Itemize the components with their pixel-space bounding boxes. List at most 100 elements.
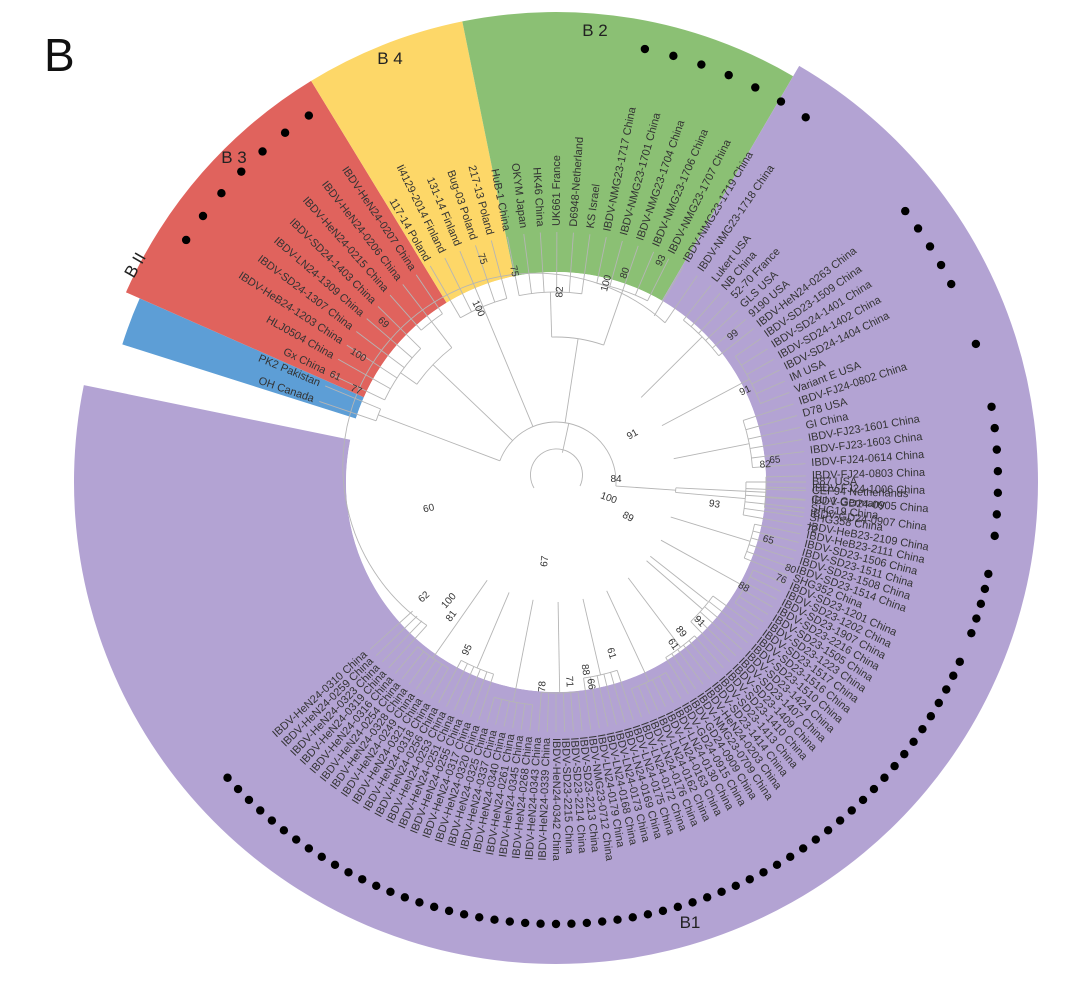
sample-marker-dot xyxy=(281,129,289,137)
sample-marker-dot xyxy=(918,725,926,733)
sample-marker-dot xyxy=(786,853,794,861)
sample-marker-dot xyxy=(445,907,453,915)
sample-marker-dot xyxy=(956,658,964,666)
sample-marker-dot xyxy=(372,882,380,890)
clade-label-b3: B 3 xyxy=(221,148,247,167)
sample-marker-dot xyxy=(926,242,934,250)
sample-marker-dot xyxy=(732,882,740,890)
sample-marker-dot xyxy=(613,915,621,923)
bootstrap-value: 82 xyxy=(554,286,565,298)
sample-marker-dot xyxy=(460,910,468,918)
taxon-label: UK661 France xyxy=(551,155,563,226)
sample-marker-dot xyxy=(237,167,245,175)
sample-marker-dot xyxy=(994,467,1002,475)
bootstrap-value: 88 xyxy=(579,664,592,677)
sample-marker-dot xyxy=(245,796,253,804)
sample-marker-dot xyxy=(552,920,560,928)
sample-marker-dot xyxy=(256,806,264,814)
sample-marker-dot xyxy=(937,261,945,269)
sample-marker-dot xyxy=(991,424,999,432)
sample-marker-dot xyxy=(949,672,957,680)
sample-marker-dot xyxy=(217,189,225,197)
sample-marker-dot xyxy=(223,774,231,782)
sample-marker-dot xyxy=(777,97,785,105)
sample-marker-dot xyxy=(848,806,856,814)
sample-marker-dot xyxy=(987,403,995,411)
sample-marker-dot xyxy=(401,893,409,901)
sample-marker-dot xyxy=(746,875,754,883)
sample-marker-dot xyxy=(994,489,1002,497)
sample-marker-dot xyxy=(900,750,908,758)
sample-marker-dot xyxy=(725,71,733,79)
sample-marker-dot xyxy=(358,875,366,883)
sample-marker-dot xyxy=(824,826,832,834)
sample-marker-dot xyxy=(947,280,955,288)
clade-label-b2: B 2 xyxy=(582,21,608,40)
sample-marker-dot xyxy=(280,826,288,834)
sample-marker-dot xyxy=(475,913,483,921)
sample-marker-dot xyxy=(836,816,844,824)
bootstrap-value: 65 xyxy=(769,454,781,466)
sample-marker-dot xyxy=(901,207,909,215)
sample-marker-dot xyxy=(305,844,313,852)
sample-marker-dot xyxy=(415,898,423,906)
sample-marker-dot xyxy=(234,785,242,793)
sample-marker-dot xyxy=(598,917,606,925)
sample-marker-dot xyxy=(567,920,575,928)
sample-marker-dot xyxy=(688,898,696,906)
sample-marker-dot xyxy=(717,888,725,896)
sample-marker-dot xyxy=(536,920,544,928)
sample-marker-dot xyxy=(641,45,649,53)
tree-center-area xyxy=(346,272,766,692)
sample-marker-dot xyxy=(880,774,888,782)
sample-marker-dot xyxy=(972,340,980,348)
sample-marker-dot xyxy=(802,113,810,121)
sample-marker-dot xyxy=(759,868,767,876)
sample-marker-dot xyxy=(583,919,591,927)
panel-label: B xyxy=(44,28,75,82)
sample-marker-dot xyxy=(659,907,667,915)
sample-marker-dot xyxy=(703,893,711,901)
bootstrap-value: 67 xyxy=(539,555,551,568)
sample-marker-dot xyxy=(914,224,922,232)
sample-marker-dot xyxy=(909,738,917,746)
sample-marker-dot xyxy=(942,685,950,693)
sample-marker-dot xyxy=(812,835,820,843)
sample-marker-dot xyxy=(993,445,1001,453)
sample-marker-dot xyxy=(799,844,807,852)
bootstrap-value: 93 xyxy=(708,498,721,511)
sample-marker-dot xyxy=(870,785,878,793)
sample-marker-dot xyxy=(318,853,326,861)
sample-marker-dot xyxy=(972,614,980,622)
sample-marker-dot xyxy=(993,510,1001,518)
sample-marker-dot xyxy=(751,83,759,91)
clade-label-b1: B1 xyxy=(680,913,701,932)
bootstrap-value: 71 xyxy=(563,676,575,688)
sample-marker-dot xyxy=(674,903,682,911)
sample-marker-dot xyxy=(697,60,705,68)
sample-marker-dot xyxy=(199,212,207,220)
sample-marker-dot xyxy=(430,903,438,911)
sample-marker-dot xyxy=(182,236,190,244)
sample-marker-dot xyxy=(991,532,999,540)
sample-marker-dot xyxy=(331,861,339,869)
sample-marker-dot xyxy=(268,816,276,824)
bootstrap-value: 84 xyxy=(610,474,622,485)
sample-marker-dot xyxy=(258,147,266,155)
sample-marker-dot xyxy=(629,913,637,921)
sample-marker-dot xyxy=(506,917,514,925)
sample-marker-dot xyxy=(386,888,394,896)
clade-label-b4: B 4 xyxy=(377,49,403,68)
sample-marker-dot xyxy=(305,111,313,119)
sample-marker-dot xyxy=(521,919,529,927)
sample-marker-dot xyxy=(977,600,985,608)
sample-marker-dot xyxy=(490,915,498,923)
sample-marker-dot xyxy=(984,570,992,578)
sample-marker-dot xyxy=(669,52,677,60)
sample-marker-dot xyxy=(967,629,975,637)
bootstrap-value: 78 xyxy=(537,680,549,692)
sample-marker-dot xyxy=(344,868,352,876)
sample-marker-dot xyxy=(935,699,943,707)
